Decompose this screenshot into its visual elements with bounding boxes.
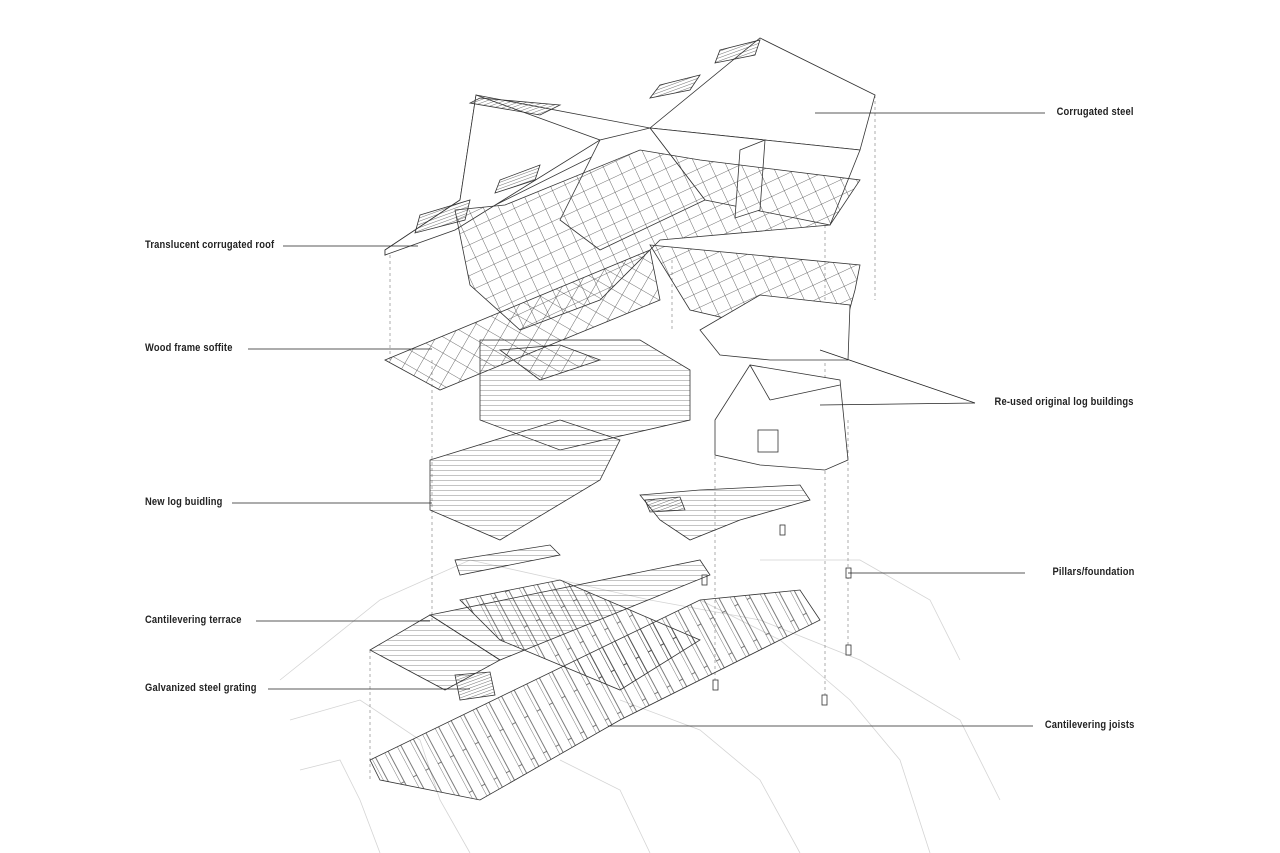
leader-reused-log-1	[819, 349, 976, 404]
label-cantilevering-terrace: Cantilevering terrace	[145, 614, 242, 626]
label-corrugated-steel: Corrugated steel	[1056, 106, 1134, 118]
leader-reused-log-2	[819, 402, 976, 406]
reused-log-buildings	[699, 294, 851, 471]
steel-grating	[454, 671, 496, 701]
label-reused-log-buildings: Re-used original log buildings	[994, 396, 1134, 408]
label-galvanized-grating: Galvanized steel grating	[145, 682, 257, 694]
label-cantilevering-joists: Cantilevering joists	[1044, 719, 1134, 731]
cantilevering-joists	[369, 579, 821, 801]
label-new-log-building: New log buidling	[145, 496, 223, 508]
label-translucent-roof: Translucent corrugated roof	[145, 239, 275, 251]
new-log-building	[429, 339, 691, 541]
label-wood-frame-soffite: Wood frame soffite	[145, 342, 233, 354]
label-pillars-foundation: Pillars/foundation	[1051, 566, 1134, 578]
